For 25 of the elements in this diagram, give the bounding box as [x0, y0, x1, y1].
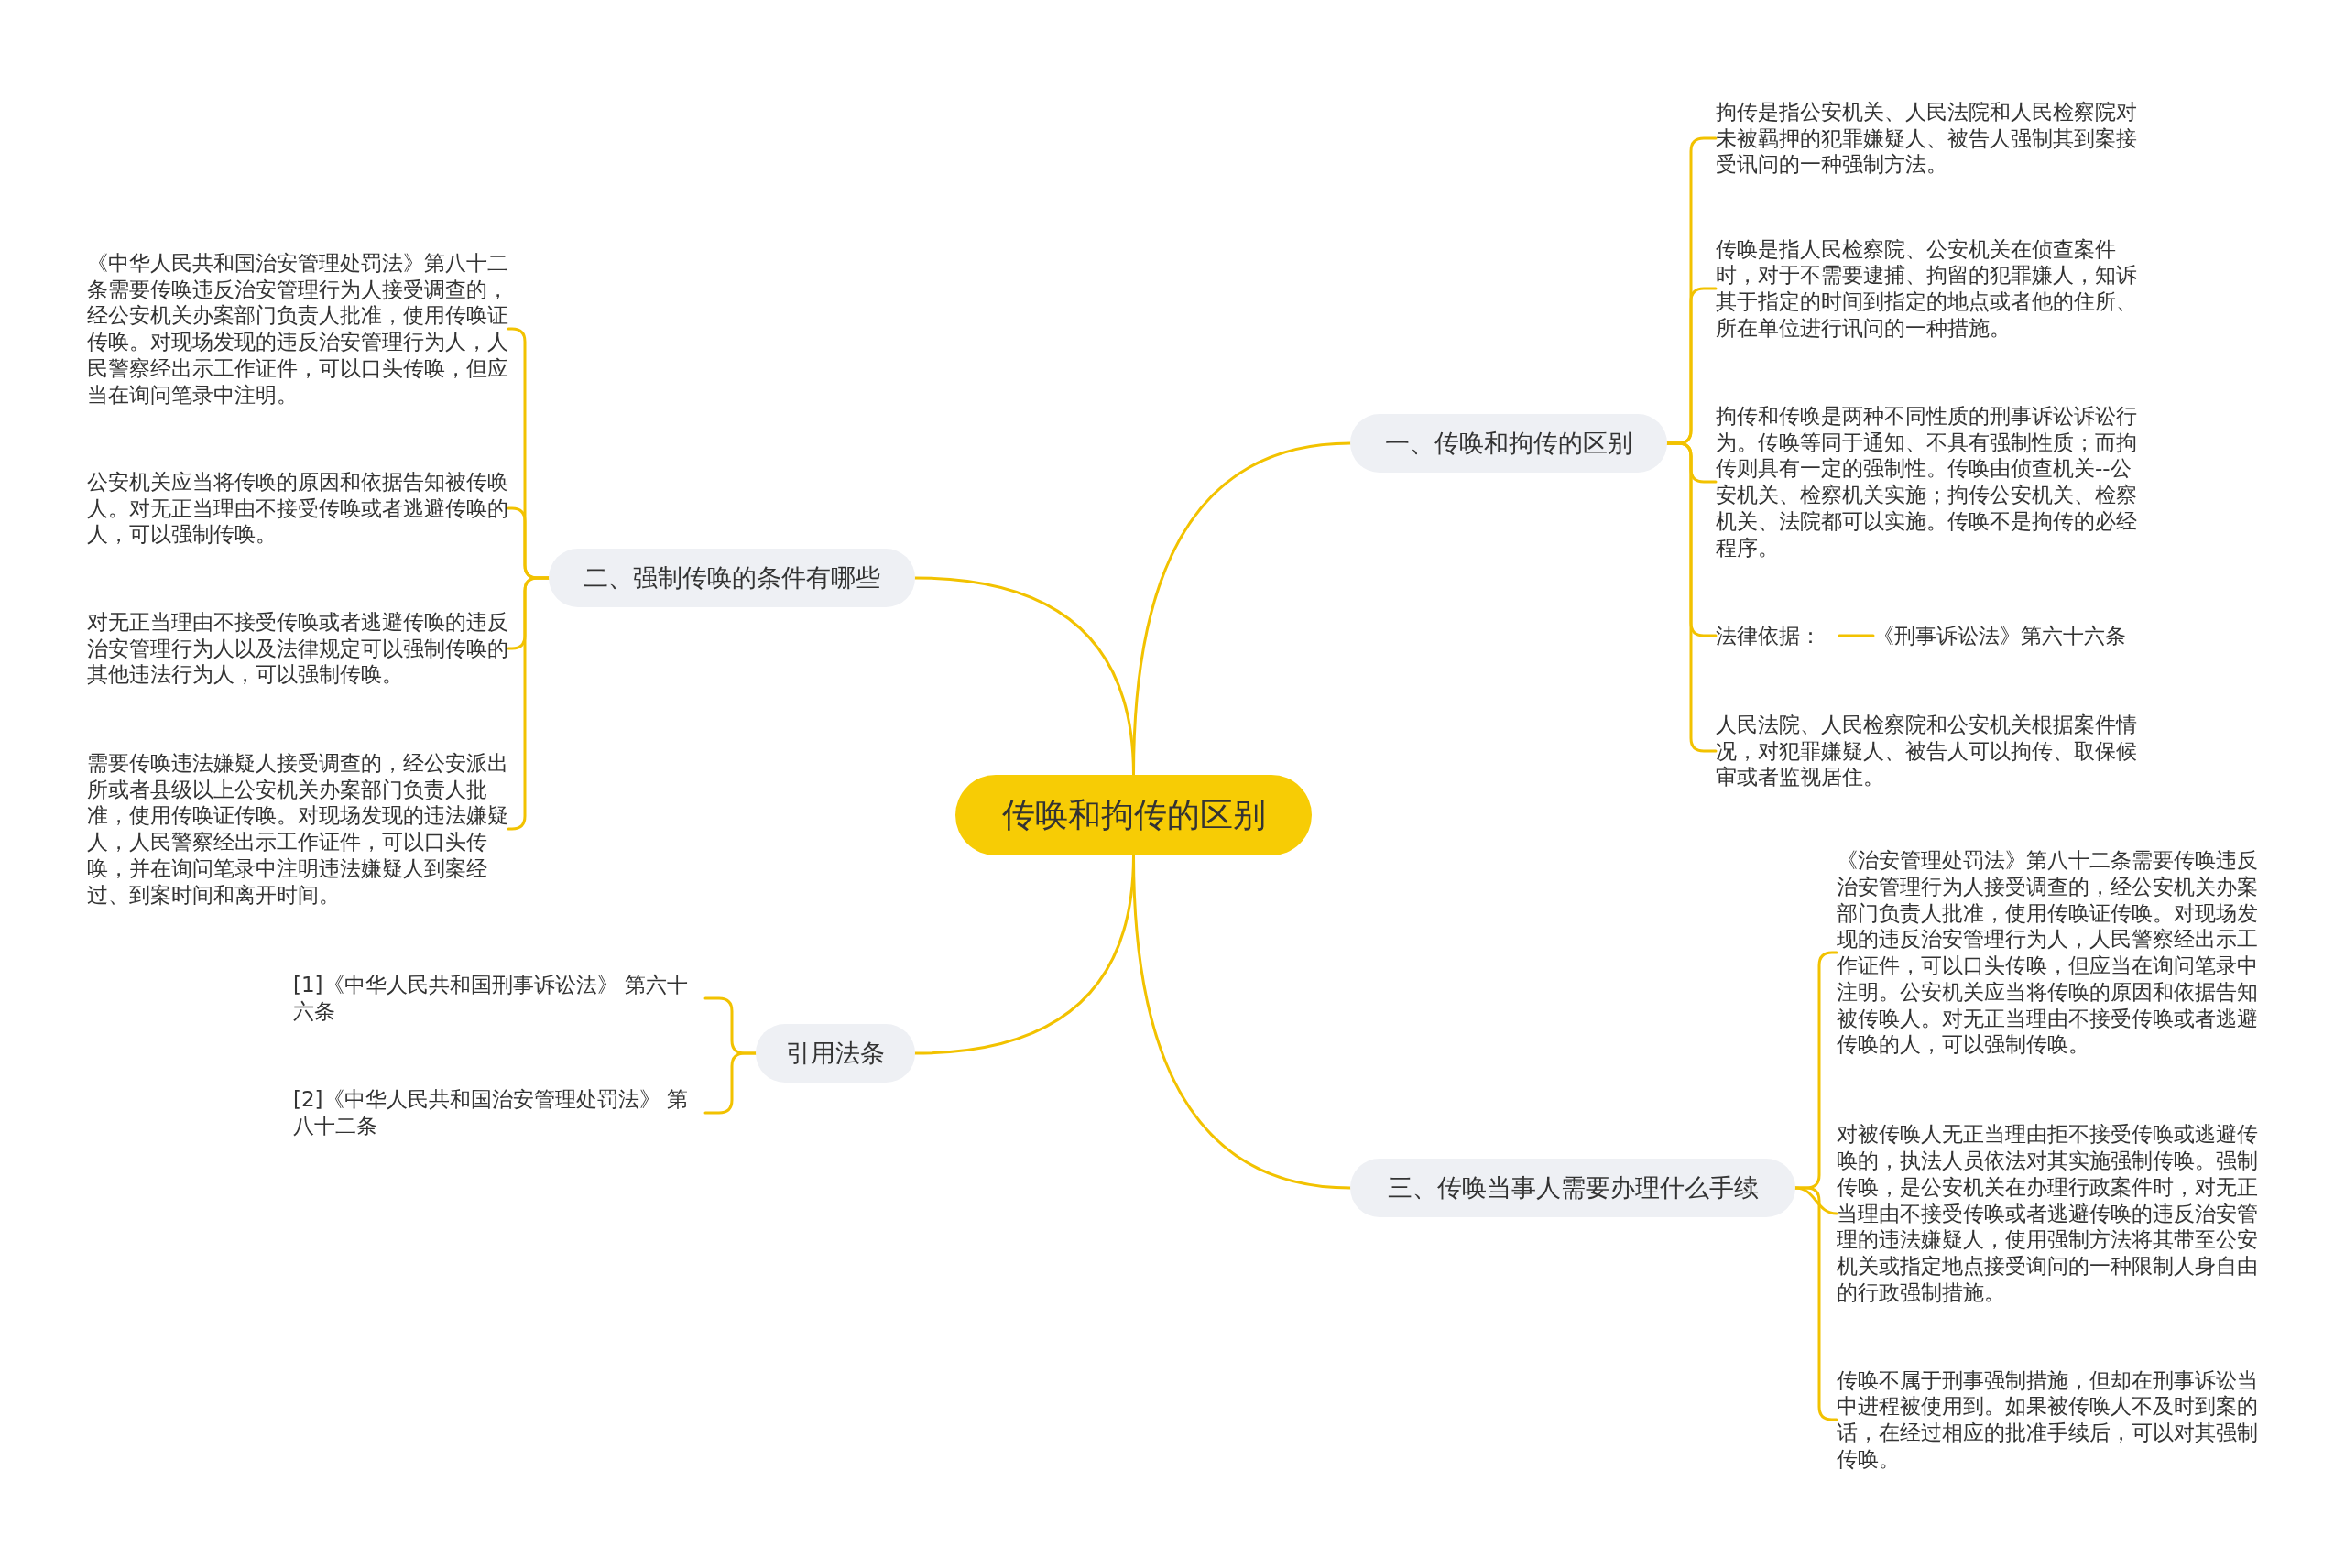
connector-line [507, 576, 551, 831]
note-text: 需要传唤违法嫌疑人接受调查的，经公安派出所或者县级以上公安机关办案部门负责人批准，使用传唤证传唤。对现场发现的违法嫌疑人，人民警察经出示工作证件，可以口头传唤，并在询问笔录中注明违法嫌疑人到案经过、到案时间和离开时间。 [87, 742, 508, 916]
note-text: 人民法院、人民检察院和公安机关根据案件情况，对犯罪嫌疑人、被告人可以拘传、取保候审或者监视居住。 [1716, 705, 2137, 797]
connector-line [1132, 854, 1352, 1190]
branch-topic: 一、传唤和拘传的区别 [1350, 414, 1667, 473]
note-text: 拘传和传唤是两种不同性质的刑事诉讼诉讼行为。传唤等同于通知、不具有强制性质；而拘传则具有一定的强制性。传唤由侦查机关--公安机关、检察机关实施；拘传公安机关、检察机关、法院都可以实施。传唤不是拘传的必经程序。 [1716, 399, 2137, 564]
note-text: 传唤不属于刑事强制措施，但却在刑事诉讼当中进程被使用到。如果被传唤人不及时到案的话，在经过相应的批准手续后，可以对其强制传唤。 [1837, 1360, 2263, 1479]
connector-line [1838, 634, 1875, 637]
note-text: 对无正当理由不接受传唤或者逃避传唤的违反治安管理行为人以及法律规定可以强制传唤的其他违法行为人，可以强制传唤。 [87, 603, 508, 694]
note-text: 法律依据： [1716, 617, 1839, 654]
branch-topic: 引用法条 [756, 1024, 915, 1083]
note-text: 传唤是指人民检察院、公安机关在侦查案件时，对于不需要逮捕、拘留的犯罪嫌人，知诉其于指定的时间到指定的地点或者他的住所、所在单位进行讯问的一种措施。 [1716, 234, 2137, 343]
note-text: [1]《中华人民共和国刑事诉讼法》 第六十六条 [293, 966, 705, 1030]
branch-topic: 三、传唤当事人需要办理什么手续 [1350, 1159, 1795, 1217]
branch-topic: 二、强制传唤的条件有哪些 [549, 549, 915, 607]
note-text: 拘传是指公安机关、人民法院和人民检察院对未被羁押的犯罪嫌疑人、被告人强制其到案接受讯问的一种强制方法。 [1716, 88, 2137, 189]
note-text: 《治安管理处罚法》第八十二条需要传唤违反治安管理行为人接受调查的，经公安机关办案部门负责人批准，使用传唤证传唤。对现场发现的违反治安管理行为人，人民警察经出示工作证件，可以口头传唤，但应当在询问笔录中注明。公安机关应当将传唤的原因和依据告知被传唤人。对无正当理由不接受传唤或者逃避传唤的人，可以强制传唤。 [1837, 829, 2263, 1076]
note-text: 《中华人民共和国治安管理处罚法》第八十二条需要传唤违反治安管理行为人接受调查的，经公安机关办案部门负责人批准，使用传唤证传唤。对现场发现的违反治安管理行为人，人民警察经出示工作证件，可以口头传唤，但应当在询问笔录中注明。 [87, 242, 508, 416]
note-text: [2]《中华人民共和国治安管理处罚法》 第八十二条 [293, 1081, 705, 1145]
connector-line [704, 1051, 758, 1115]
connector-line [913, 576, 1135, 777]
note-text: 《刑事诉讼法》第六十六条 [1873, 617, 2139, 654]
note-text: 对被传唤人无正当理由拒不接受传唤或逃避传唤的，执法人员依法对其实施强制传唤。强制传唤，是公安机关在办理行政案件时，对无正当理由不接受传唤或者逃避传唤的违反治安管理的违法嫌疑人，使用强制方法将其带至公安机关或指定地点接受询问的一种限制人身自由的行政强制措施。 [1837, 1108, 2263, 1319]
central-topic: 传唤和拘传的区别 [955, 775, 1312, 855]
note-text: 公安机关应当将传唤的原因和依据告知被传唤人。对无正当理由不接受传唤或者逃避传唤的人，可以强制传唤。 [87, 463, 508, 554]
